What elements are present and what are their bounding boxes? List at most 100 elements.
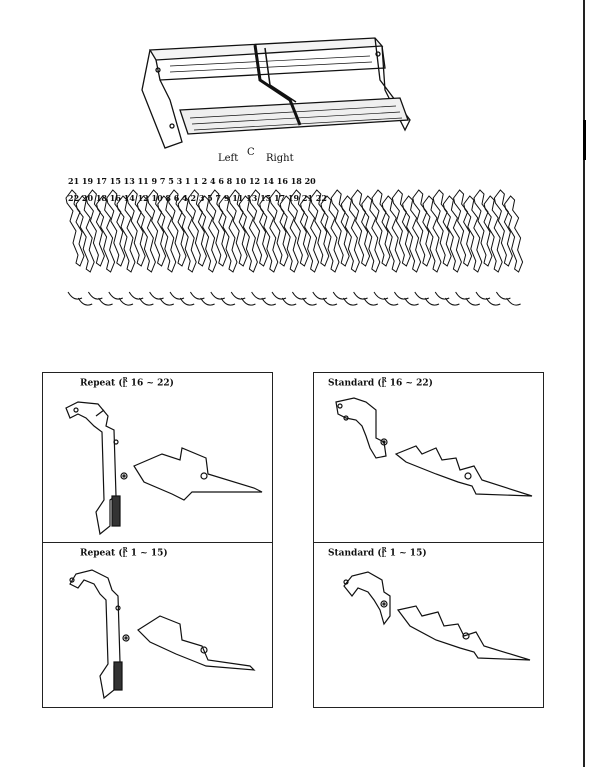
- lever-part: [432, 189, 452, 267]
- lever-tip: [414, 291, 430, 300]
- lever-part: [371, 189, 391, 267]
- lever-tip: [230, 291, 246, 300]
- lever-part: [167, 189, 187, 267]
- repeat-lever-lower-drawing: [69, 569, 256, 700]
- lever-tip: [179, 297, 195, 306]
- lever-tip: [138, 297, 154, 306]
- lever-part: [483, 195, 503, 273]
- lever-part: [463, 195, 483, 273]
- lever-part: [361, 195, 381, 273]
- lever-tip: [149, 291, 164, 300]
- panel-gap: [273, 372, 313, 708]
- lever-part: [218, 195, 238, 273]
- lever-tip: [302, 297, 317, 306]
- lever-tip: [98, 297, 113, 306]
- panel-divider-right: [313, 372, 544, 708]
- lever-part: [493, 189, 513, 267]
- page-edge-mark: [583, 120, 586, 160]
- lever-part: [340, 195, 360, 273]
- lever-part: [402, 195, 422, 273]
- lever-tip: [210, 291, 226, 300]
- lever-part: [453, 189, 473, 267]
- lever-tip: [506, 297, 521, 306]
- lever-part: [300, 195, 320, 273]
- lever-part: [208, 189, 228, 267]
- lever-part: [147, 189, 167, 267]
- lever-part: [75, 195, 95, 273]
- lever-tip: [322, 297, 338, 306]
- standard-lever-upper-drawing: [335, 397, 533, 497]
- lever-part: [351, 189, 371, 267]
- lever-tip: [67, 291, 83, 300]
- lever-part: [249, 189, 269, 267]
- lever-tip: [393, 291, 409, 300]
- lever-part: [259, 195, 279, 273]
- lever-part: [136, 195, 156, 273]
- standard-lever-lower-drawing: [343, 571, 531, 661]
- lever-tip: [342, 297, 358, 306]
- lever-part: [269, 189, 289, 267]
- lever-part: [412, 189, 432, 267]
- lever-tip: [383, 297, 399, 306]
- lever-tip: [281, 297, 297, 306]
- lever-row-illustration: [65, 189, 524, 306]
- lever-part: [106, 189, 126, 267]
- lever-part: [320, 195, 340, 273]
- lever-part: [504, 195, 524, 273]
- direction-right-label: Right: [266, 153, 294, 164]
- lever-part: [177, 195, 197, 273]
- lever-tip: [404, 297, 419, 306]
- panel-divider-left: [272, 372, 273, 708]
- lever-part: [198, 195, 218, 273]
- lever-tip: [434, 291, 450, 300]
- panel-row-divider-right: [314, 542, 544, 543]
- lever-part: [391, 189, 411, 267]
- lever-part: [330, 189, 350, 267]
- lever-tip: [465, 297, 481, 306]
- lever-tip: [159, 297, 175, 306]
- lever-tip: [271, 291, 287, 300]
- lever-tip: [444, 297, 460, 306]
- lever-numbers-upper: 21 19 17 15 13 11 9 7 5 3 1 1 2 4 6 8 10…: [68, 176, 316, 186]
- lever-tip: [475, 291, 491, 300]
- lever-part: [157, 195, 177, 273]
- lever-tip: [424, 297, 440, 306]
- lever-part: [116, 195, 136, 273]
- lever-tip: [169, 291, 185, 300]
- lever-tip: [77, 297, 93, 306]
- lever-tip: [261, 297, 277, 306]
- frame-assembly-illustration: [141, 37, 411, 149]
- lever-part: [381, 195, 401, 273]
- lever-part: [422, 195, 442, 273]
- lever-part: [279, 195, 299, 273]
- repeat-lever-upper-drawing: [65, 401, 263, 536]
- lever-tip: [240, 297, 256, 306]
- lever-tip: [128, 291, 144, 300]
- lever-tip: [353, 291, 368, 300]
- lever-tip: [220, 297, 236, 306]
- lever-part: [473, 189, 493, 267]
- lever-tip: [332, 291, 348, 300]
- lever-tip: [251, 291, 266, 300]
- lever-tip: [363, 297, 379, 306]
- page-edge-line: [583, 0, 585, 767]
- lever-part: [65, 189, 85, 267]
- lever-part: [310, 189, 330, 267]
- lever-part: [238, 195, 258, 273]
- lever-tip: [455, 291, 470, 300]
- lever-tip: [200, 297, 215, 306]
- lever-tip: [291, 291, 307, 300]
- lever-tip: [108, 291, 124, 300]
- lever-part: [126, 189, 146, 267]
- lever-tip: [189, 291, 205, 300]
- panel-row-divider-left: [42, 542, 272, 543]
- lever-tip: [312, 291, 328, 300]
- lever-part: [442, 195, 462, 273]
- direction-center-label: C: [247, 147, 255, 158]
- lever-part: [85, 189, 105, 267]
- lever-tip: [373, 291, 389, 300]
- lever-tip: [87, 291, 103, 300]
